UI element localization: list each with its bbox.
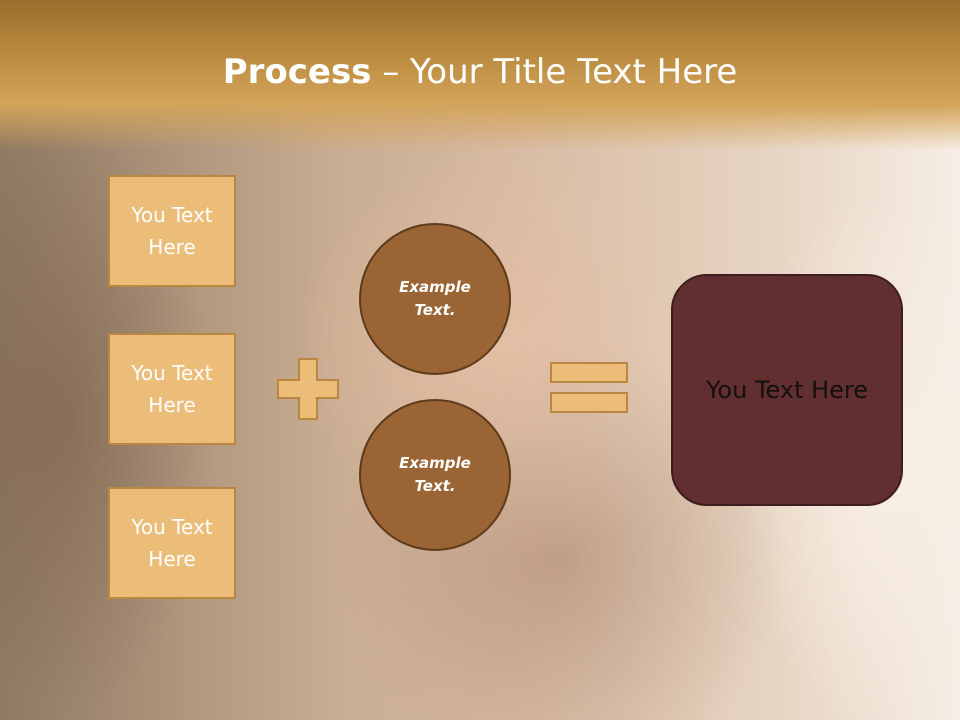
example-circle-2: Example Text. xyxy=(359,399,511,551)
plus-icon xyxy=(277,358,339,420)
example-circle-1: Example Text. xyxy=(359,223,511,375)
example-circle-label: Example Text. xyxy=(399,278,471,319)
example-circle-label: Example Text. xyxy=(399,454,471,495)
title-bold: Process xyxy=(222,52,372,92)
title-rest: – Your Title Text Here xyxy=(371,52,738,92)
equals-icon xyxy=(550,362,628,413)
input-box-label: You Text Here xyxy=(131,203,213,259)
input-box-label: You Text Here xyxy=(131,515,213,571)
input-box-3: You Text Here xyxy=(108,487,236,599)
input-box-2: You Text Here xyxy=(108,333,236,445)
input-box-label: You Text Here xyxy=(131,361,213,417)
input-box-1: You Text Here xyxy=(108,175,236,287)
title-bar xyxy=(0,0,960,150)
result-box: You Text Here xyxy=(671,274,903,506)
result-label: You Text Here xyxy=(705,376,869,404)
slide-title: Process – Your Title Text Here xyxy=(0,52,960,92)
